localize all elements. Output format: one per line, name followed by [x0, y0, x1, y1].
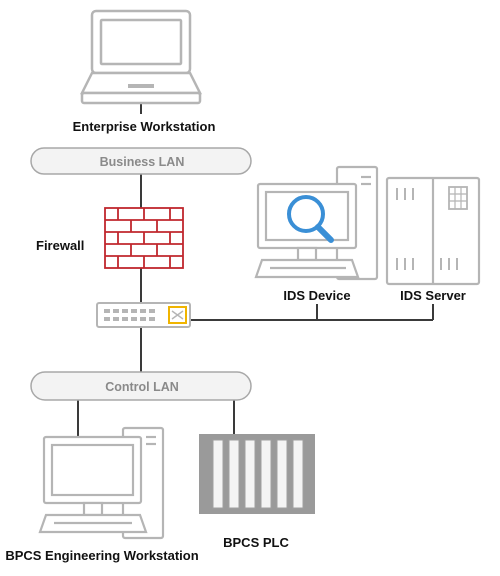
bpcs-engineering-workstation-label: BPCS Engineering Workstation [5, 548, 198, 563]
ids-device-label: IDS Device [283, 288, 350, 303]
enterprise-workstation-label: Enterprise Workstation [73, 119, 216, 134]
laptop-icon [79, 9, 203, 105]
ids-server-label: IDS Server [400, 288, 466, 303]
desktop-magnifier-icon [254, 165, 379, 281]
network-switch-icon [96, 302, 191, 328]
plc-rack-icon [199, 434, 315, 514]
business-lan-bar: Business LAN [30, 147, 252, 175]
brick-wall-icon [104, 207, 184, 269]
control-lan-bar: Control LAN [30, 371, 252, 401]
firewall-label: Firewall [36, 238, 84, 253]
business-lan-label: Business LAN [100, 155, 185, 169]
desktop-computer-icon [38, 426, 165, 540]
control-lan-label: Control LAN [105, 380, 179, 394]
bpcs-plc-label: BPCS PLC [223, 535, 289, 550]
server-tower-icon [385, 176, 481, 286]
connections [77, 104, 434, 437]
